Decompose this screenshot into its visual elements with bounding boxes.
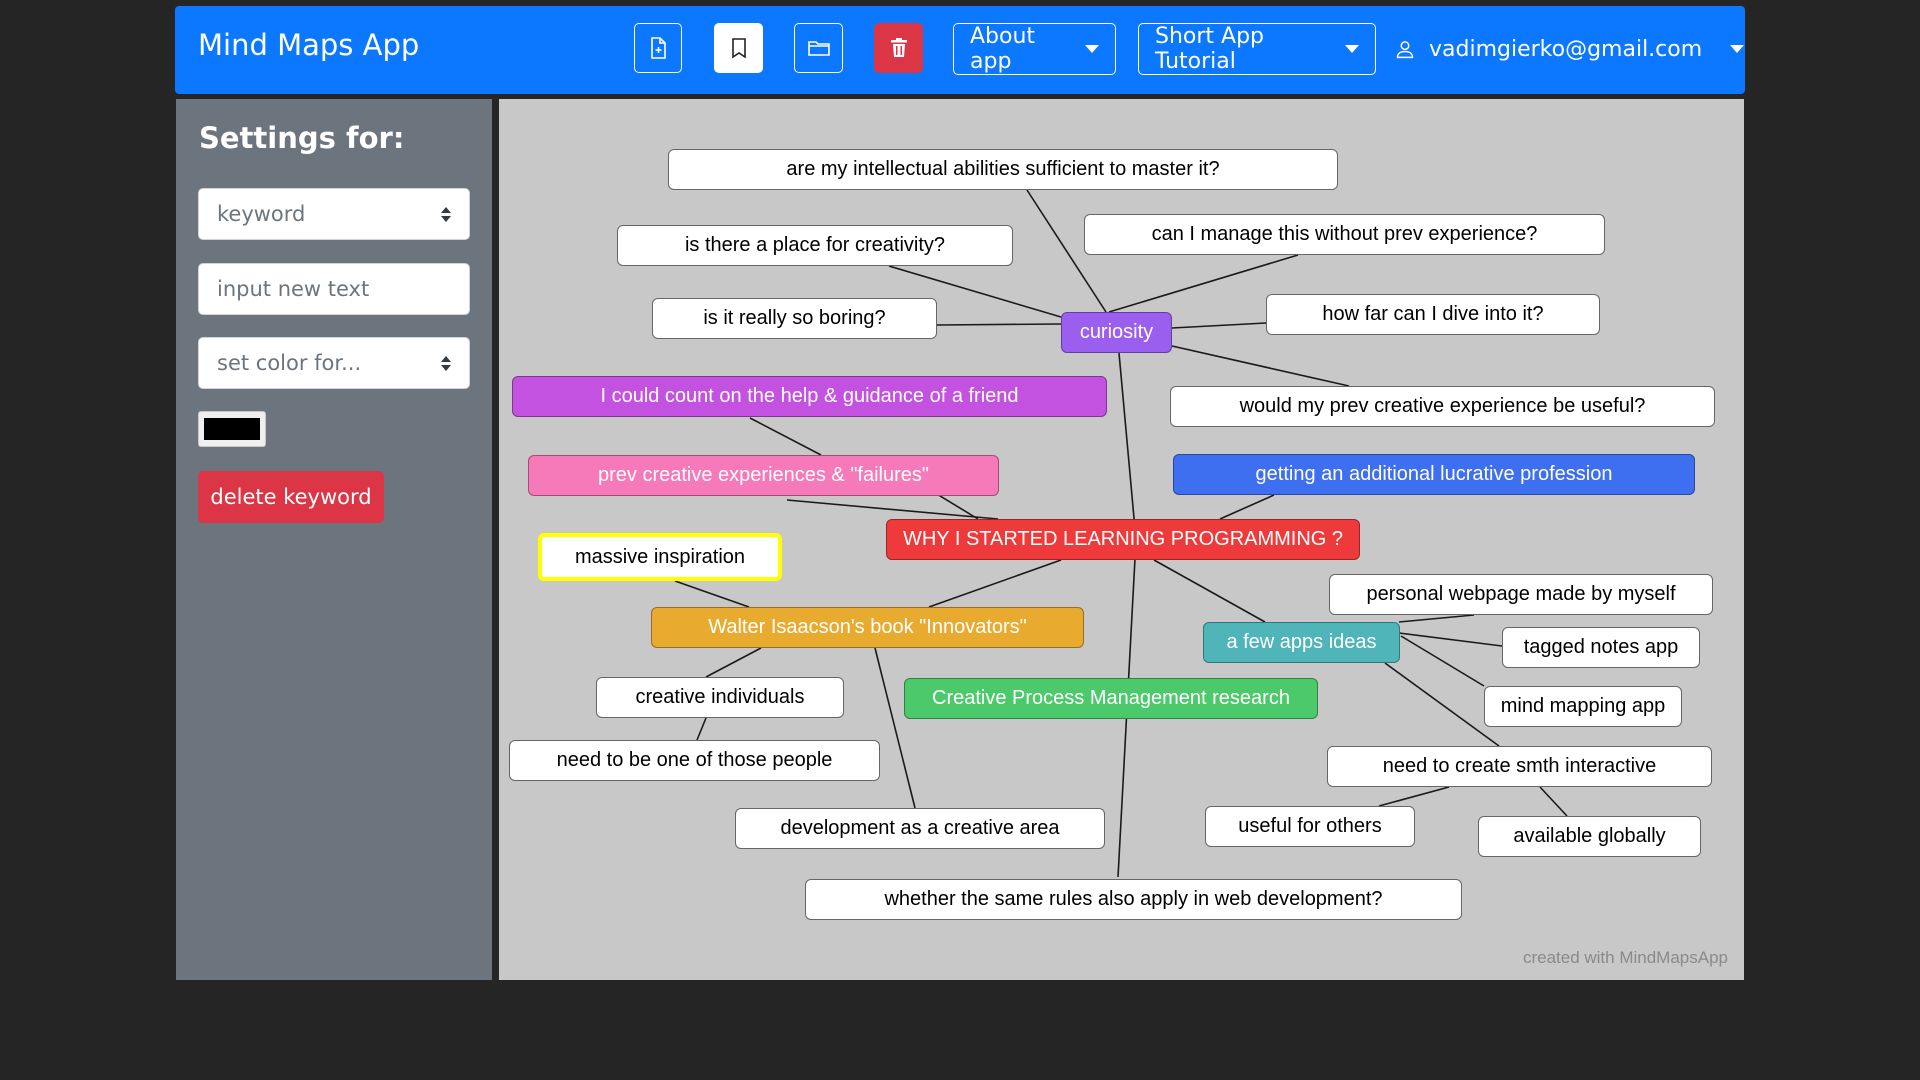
mind-map-node-friend[interactable]: I could count on the help & guidance of … — [512, 376, 1107, 417]
settings-title: Settings for: — [199, 121, 405, 155]
user-icon — [1396, 41, 1414, 59]
mind-map-node-c5[interactable]: how far can I dive into it? — [1266, 294, 1600, 335]
color-target-value: set color for... — [217, 351, 362, 375]
mind-map-link — [1400, 635, 1485, 687]
mind-map-node-mindmap[interactable]: mind mapping app — [1484, 686, 1682, 727]
mind-map-link — [786, 499, 999, 520]
caret-down-icon — [1730, 45, 1745, 53]
caret-down-icon — [1085, 45, 1099, 53]
mind-map-node-dev-area[interactable]: development as a creative area — [735, 808, 1105, 849]
mind-map-node-c2[interactable]: is there a place for creativity? — [617, 225, 1013, 266]
mind-map-link — [888, 265, 1062, 318]
mind-map-link — [1171, 345, 1350, 387]
folder-icon — [807, 41, 830, 56]
mind-map-node-rules[interactable]: whether the same rules also apply in web… — [805, 879, 1462, 920]
new-map-button[interactable] — [634, 23, 682, 73]
mind-map-root-node[interactable]: WHY I STARTED LEARNING PROGRAMMING ? — [886, 519, 1360, 560]
navbar: Mind Maps App About app Short App Tutori… — [175, 6, 1745, 94]
watermark: created with MindMapsApp — [1522, 948, 1728, 967]
trash-icon — [890, 38, 907, 57]
settings-target-select[interactable]: keyword — [198, 188, 470, 240]
about-app-label: About app — [970, 24, 1036, 74]
mind-map-node-need-one[interactable]: need to be one of those people — [509, 740, 880, 781]
mind-map-node-creative-ind[interactable]: creative individuals — [596, 677, 844, 718]
mind-map-canvas[interactable]: WHY I STARTED LEARNING PROGRAMMING ? curi… — [499, 99, 1744, 980]
new-text-input[interactable]: input new text — [198, 263, 470, 315]
mind-map-link — [1539, 786, 1568, 817]
open-map-button[interactable] — [794, 23, 843, 73]
delete-map-button[interactable] — [874, 23, 923, 73]
mind-map-node-global[interactable]: available globally — [1478, 816, 1701, 857]
mind-map-node-useful[interactable]: useful for others — [1205, 806, 1415, 847]
mind-map-node-curiosity[interactable]: curiosity — [1061, 312, 1172, 353]
mind-map-link — [1108, 254, 1299, 313]
mind-map-node-webpage[interactable]: personal webpage made by myself — [1329, 574, 1713, 615]
mind-map-node-lucrative[interactable]: getting an additional lucrative professi… — [1173, 454, 1695, 495]
user-menu-dropdown[interactable]: vadimgierko@gmail.com — [1395, 23, 1745, 75]
mind-map-node-tagged[interactable]: tagged notes app — [1502, 627, 1700, 668]
select-arrows-icon — [441, 206, 451, 222]
new-text-placeholder: input new text — [217, 277, 370, 301]
mind-map-node-cpm[interactable]: Creative Process Management research — [904, 678, 1318, 719]
mind-map-link — [928, 559, 1062, 608]
mind-map-node-c3[interactable]: can I manage this without prev experienc… — [1084, 214, 1605, 255]
color-target-select[interactable]: set color for... — [198, 337, 470, 389]
mind-map-link — [1171, 322, 1267, 329]
mind-map-node-prev[interactable]: prev creative experiences & "failures" — [528, 455, 999, 496]
new-file-icon — [651, 37, 666, 59]
mind-map-node-c1[interactable]: are my intellectual abilities sufficient… — [668, 149, 1338, 190]
settings-sidebar: Settings for: keyword input new text set… — [176, 99, 492, 980]
mind-map-link — [1378, 786, 1450, 807]
mind-map-node-inspiration[interactable]: massive inspiration — [538, 533, 782, 581]
mind-map-link — [936, 323, 1062, 326]
mind-map-node-apps[interactable]: a few apps ideas — [1203, 622, 1400, 663]
bookmark-icon — [731, 38, 746, 59]
mind-map-link — [1384, 662, 1500, 747]
mind-map-node-walter[interactable]: Walter Isaacson's book "Innovators" — [651, 607, 1084, 648]
mind-map-link — [1026, 189, 1107, 313]
mind-map-link — [1219, 494, 1275, 520]
mind-map-link — [874, 647, 916, 809]
save-map-button[interactable] — [714, 23, 763, 73]
about-app-dropdown[interactable]: About app — [953, 23, 1116, 75]
mind-map-links — [674, 189, 1568, 878]
delete-keyword-button[interactable]: delete keyword — [198, 471, 384, 523]
user-email: vadimgierko@gmail.com — [1429, 36, 1703, 62]
color-picker-swatch — [204, 418, 260, 440]
color-picker[interactable] — [198, 411, 266, 447]
caret-down-icon — [1345, 45, 1359, 53]
mind-map-link — [1118, 352, 1137, 541]
mind-map-node-c4[interactable]: is it really so boring? — [652, 298, 937, 339]
tutorial-label: Short App Tutorial — [1155, 24, 1265, 74]
mind-map-link — [696, 717, 707, 741]
mind-map-link — [705, 647, 762, 678]
tutorial-dropdown[interactable]: Short App Tutorial — [1138, 23, 1376, 75]
mind-map-link — [1153, 559, 1266, 623]
mind-map-link — [749, 417, 822, 456]
mind-map-node-interactive[interactable]: need to create smth interactive — [1327, 746, 1712, 787]
settings-target-value: keyword — [217, 202, 306, 226]
mind-map-link — [1398, 614, 1475, 623]
select-arrows-icon — [441, 355, 451, 371]
mind-map-node-c6[interactable]: would my prev creative experience be use… — [1170, 386, 1715, 427]
mind-map-link — [1398, 632, 1503, 647]
mind-map-link — [674, 580, 750, 608]
app-brand[interactable]: Mind Maps App — [198, 28, 420, 62]
